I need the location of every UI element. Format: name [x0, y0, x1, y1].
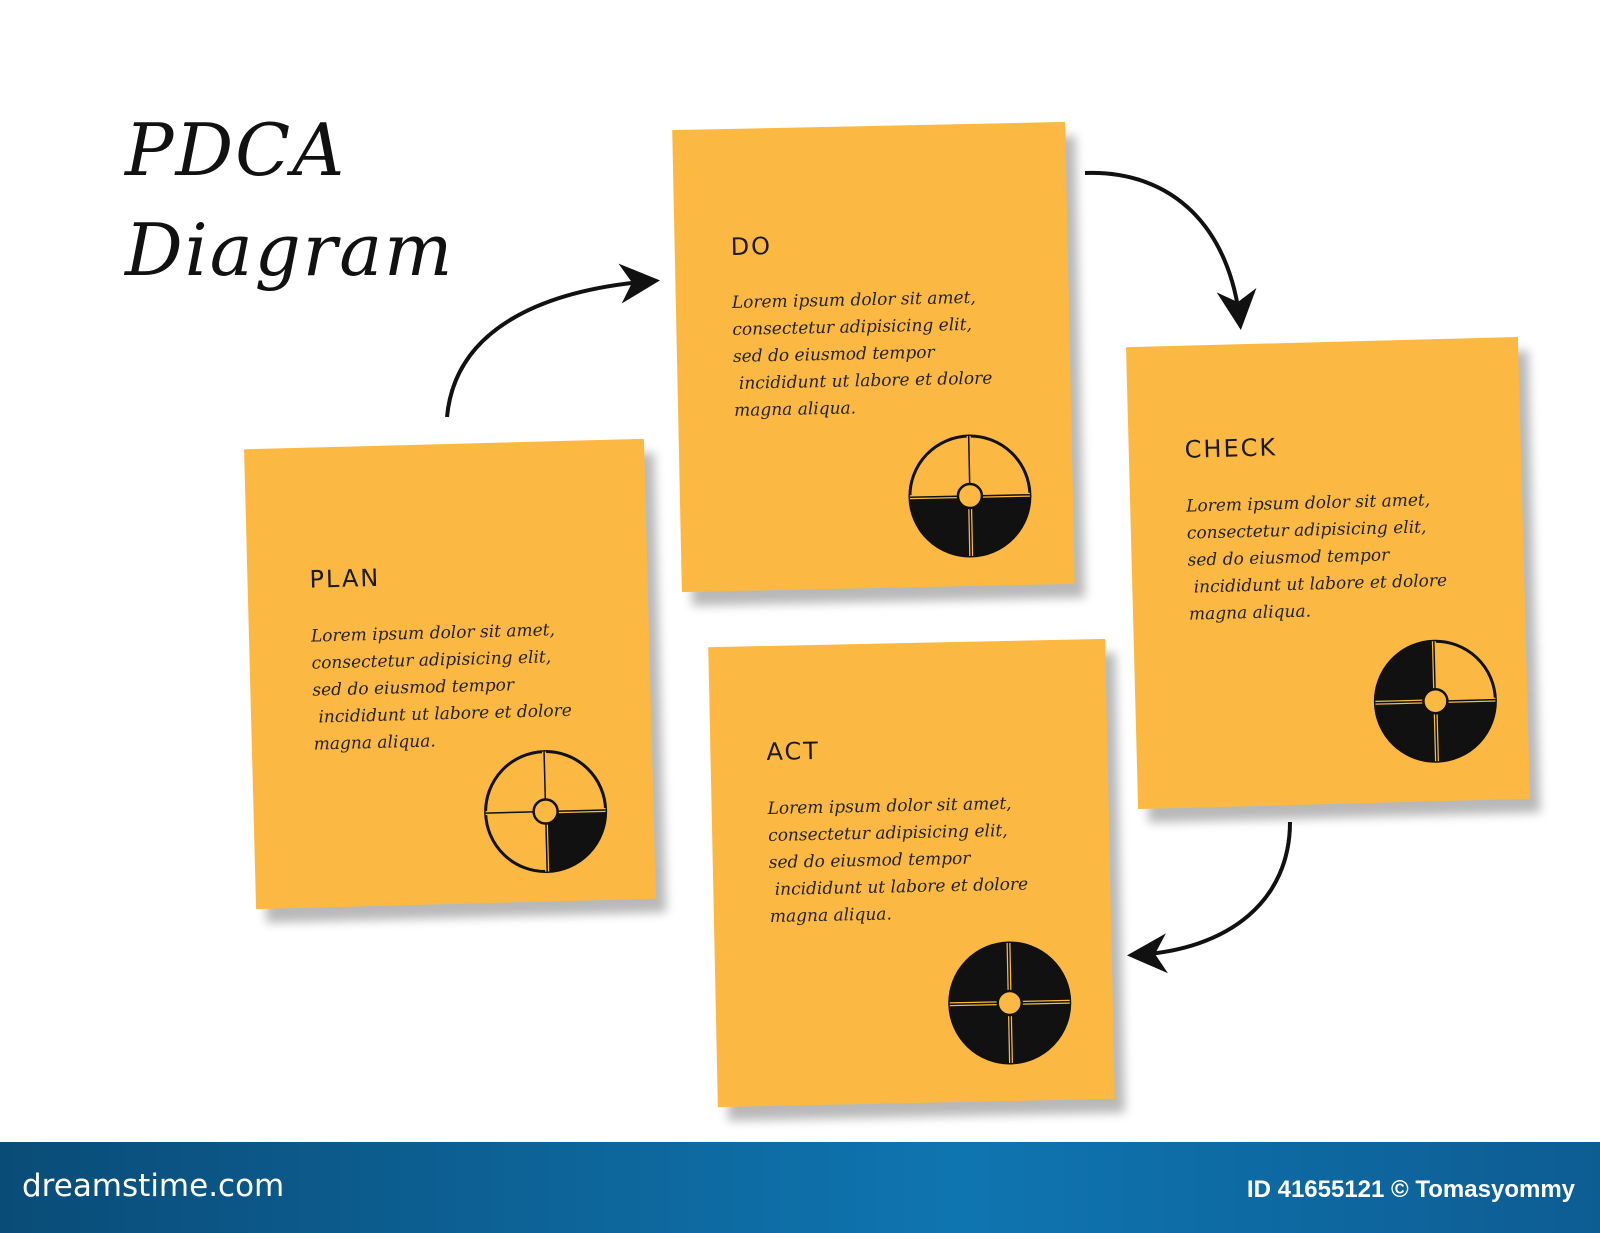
title-line-1: PDCA	[125, 108, 347, 192]
wheel-quarter-filled	[1008, 942, 1070, 1003]
progress-wheel-icon	[948, 941, 1072, 1065]
wheel-quarter-filled	[545, 809, 606, 872]
wheel-hub	[532, 798, 559, 825]
footer-credit: ID 41655121 © Tomasyommy	[1246, 1176, 1575, 1203]
footer-brand: dreamstime.com	[22, 1168, 285, 1204]
note-act-body: Lorem ipsum dolor sit amet, consectetur …	[767, 793, 1029, 927]
note-plan-body: Lorem ipsum dolor sit amet, consectetur …	[310, 620, 573, 755]
diagram-title: PDCA Diagram	[125, 100, 454, 300]
note-do-label: DO	[730, 232, 773, 261]
progress-wheel-icon	[908, 434, 1032, 558]
wheel-quarter-filled	[1375, 701, 1437, 762]
note-act: ACT Lorem ipsum dolor sit amet, consecte…	[708, 638, 1115, 1108]
note-act-label: ACT	[766, 736, 821, 767]
progress-wheel-icon	[1373, 639, 1497, 763]
note-plan-label: PLAN	[309, 563, 381, 594]
wheel-quarter-filled	[949, 1002, 1011, 1063]
note-check-label: CHECK	[1184, 433, 1278, 464]
note-check: CHECK Lorem ipsum dolor sit amet, consec…	[1126, 336, 1530, 810]
arrow-do-to-check	[1084, 170, 1257, 330]
note-plan: PLAN Lorem ipsum dolor sit amet, consect…	[244, 438, 656, 910]
progress-wheel-icon	[484, 750, 608, 874]
note-do: DO Lorem ipsum dolor sit amet, consectet…	[672, 121, 1075, 593]
note-check-body: Lorem ipsum dolor sit amet, consectetur …	[1185, 490, 1448, 625]
arrow-check-to-act	[1127, 821, 1292, 974]
wheel-quarter-filled	[1009, 1001, 1070, 1063]
wheel-hub	[996, 989, 1023, 1017]
wheel-hub	[1422, 687, 1449, 715]
wheel-hub	[956, 482, 984, 510]
wheel-quarter-filled	[1375, 641, 1436, 703]
title-line-2: Diagram	[125, 208, 455, 292]
wheel-quarter-filled	[949, 942, 1010, 1005]
footer-bar: dreamstime.com ID 41655121 © Tomasyommy	[0, 1142, 1600, 1233]
arrow-plan-to-do	[445, 263, 660, 418]
wheel-quarter-filled	[1435, 699, 1496, 762]
wheel-quarter-filled	[969, 494, 1030, 556]
note-do-body: Lorem ipsum dolor sit amet, consectetur …	[731, 287, 993, 421]
wheel-quarter-filled	[909, 496, 972, 556]
